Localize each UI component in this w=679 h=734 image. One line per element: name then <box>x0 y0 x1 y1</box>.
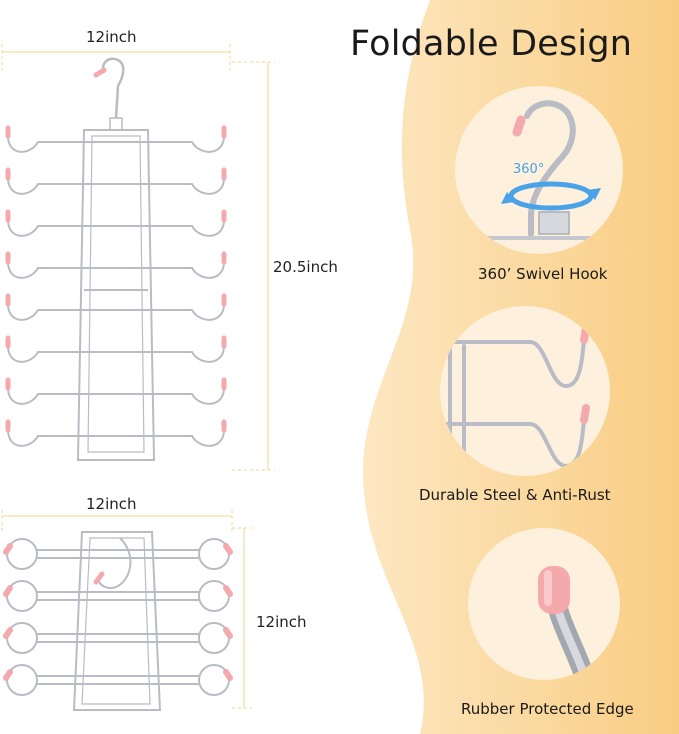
rotation-badge: 360° <box>513 162 545 177</box>
hook-rubber-tip <box>93 67 107 78</box>
hanger-arm <box>7 429 225 447</box>
top-height-label: 20.5inch <box>273 258 338 276</box>
swivel-hook <box>101 57 125 119</box>
caption-swivel-hook: 360’ Swivel Hook <box>478 265 608 283</box>
hanger-arm <box>7 261 225 279</box>
feature-circle-durable-steel <box>440 306 610 476</box>
rubber-tip <box>3 669 13 681</box>
width-dimension-line <box>1 44 231 70</box>
bottom-width-label: 12inch <box>86 495 137 513</box>
hook-tip-icon <box>512 115 526 137</box>
unfolded-hanger-illustration <box>1 44 275 471</box>
bottom-height-label: 12inch <box>256 613 307 631</box>
steel-arm-icon <box>444 338 586 476</box>
hanger-arm <box>7 345 225 363</box>
hanger-arm <box>7 135 225 153</box>
caption-rubber-edge: Rubber Protected Edge <box>461 700 634 718</box>
hanger-arm <box>7 387 225 405</box>
rubber-tip <box>3 627 13 639</box>
rubber-tip <box>223 669 233 681</box>
top-width-label: 12inch <box>86 28 137 46</box>
page-title: Foldable Design <box>350 24 633 64</box>
hanger-arm <box>7 303 225 321</box>
hook-steel-icon <box>524 100 576 237</box>
rotation-arrow-icon <box>508 181 594 211</box>
rubber-tip <box>223 627 233 639</box>
folded-height-dimension-line <box>232 527 252 709</box>
folded-width-dimension-line <box>1 510 233 532</box>
rubber-tip <box>3 543 13 555</box>
feature-circle-rubber-edge <box>468 528 620 680</box>
caption-durable-steel: Durable Steel & Anti-Rust <box>419 486 611 504</box>
rubber-tip <box>3 585 13 597</box>
folded-hanger-illustration <box>1 510 252 711</box>
height-dimension-line <box>232 61 275 471</box>
hanger-arm <box>7 219 225 237</box>
rubber-tip <box>223 543 233 555</box>
rubber-tip <box>223 585 233 597</box>
hanger-arm <box>7 177 225 195</box>
feature-circle-swivel-hook: 360° <box>455 86 623 254</box>
rubber-cap-icon <box>538 566 570 614</box>
steel-tip-icon <box>580 324 590 344</box>
